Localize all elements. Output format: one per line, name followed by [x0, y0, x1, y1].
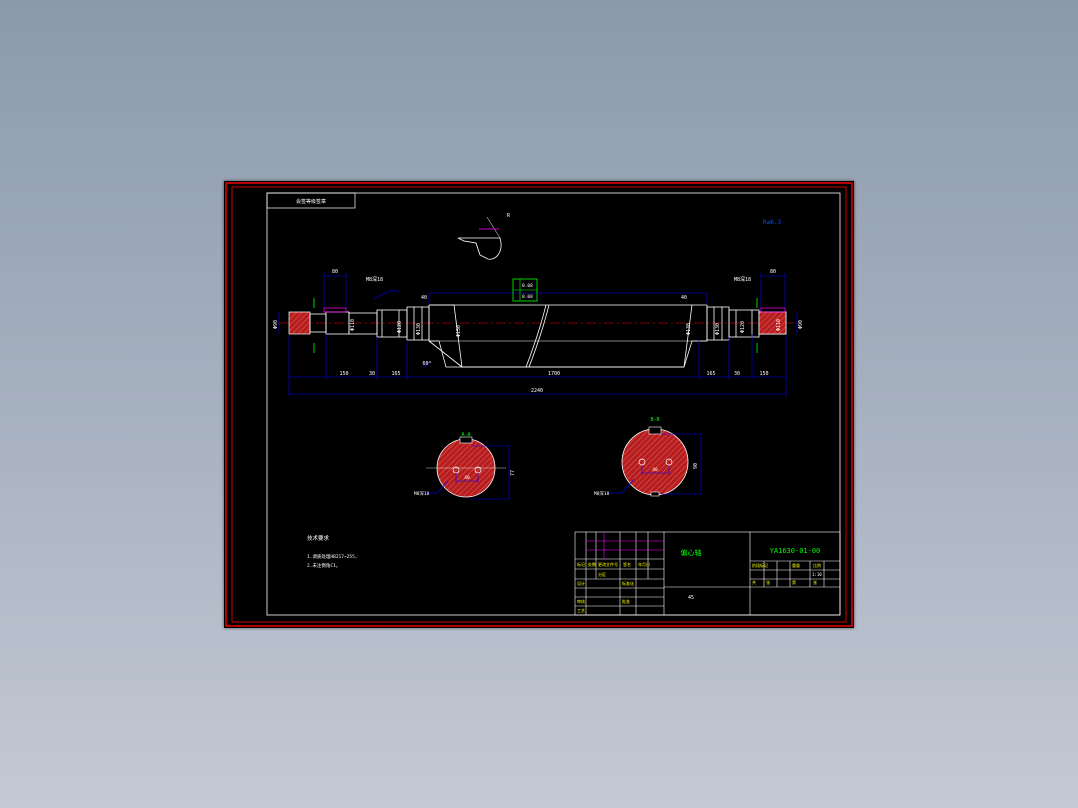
drawing-canvas: 会签等级签章 R Ra6.3 — [225, 182, 853, 627]
tech-req-line-1: 1.调质处理HB217~255, — [307, 553, 358, 560]
tb-label-sheet: 张 — [813, 579, 817, 585]
dim-left-seg-3: 165 — [391, 371, 400, 377]
tech-req-title: 技术要求 — [307, 534, 330, 542]
stamp-box — [266, 192, 356, 209]
section-markers — [313, 298, 758, 353]
tb-label-total: 共 — [752, 579, 756, 585]
left-end-section — [288, 311, 311, 335]
dia-center: Φ150 — [456, 325, 462, 337]
tb-label-weight: 重量 — [792, 562, 800, 568]
outer-frame — [225, 182, 853, 627]
section-a-thread: M8深18 — [414, 490, 430, 497]
dia-right-3: Φ110 — [776, 319, 782, 331]
main-body-outline — [429, 304, 708, 368]
dim-left-seg-2: 30 — [369, 371, 375, 377]
thread-right-note: M8深18 — [734, 276, 751, 283]
dim-angle: 60° — [422, 361, 431, 367]
dim-offset-right: 40 — [681, 295, 687, 301]
dia-left-2: Φ110 — [350, 319, 356, 331]
technical-requirements: 技术要求 1.调质处理HB217~255, 2.未注倒角C1。 — [307, 534, 358, 569]
dim-middle-length: 1700 — [548, 371, 560, 377]
section-a-key: 40 — [464, 475, 470, 481]
detail-view — [457, 216, 502, 260]
drawing-sheet: 会签等级签章 R Ra6.3 — [224, 181, 854, 628]
outer-frame-inner — [231, 186, 847, 623]
surface-finish-note: Ra6.3 — [763, 219, 781, 226]
dim-right-seg-2: 30 — [734, 371, 740, 377]
tolerance-frame: 0.08 0.08 — [512, 278, 538, 302]
left-keyway — [323, 307, 347, 313]
tb-label-zone: 分区 — [598, 571, 606, 577]
tb-label-approve: 批准 — [622, 598, 630, 604]
dia-right-end: Φ90 — [798, 320, 804, 329]
tb-label-scale: 比例 — [813, 562, 821, 568]
tb-label-sheets: 张 — [766, 579, 770, 585]
section-b-label: B-B — [650, 417, 659, 423]
tb-label-stage: 阶段标记 — [752, 562, 768, 568]
detail-label: R — [507, 213, 511, 219]
dim-key-left: 80 — [332, 269, 338, 275]
break-line-2 — [528, 304, 550, 368]
dim-right-seg-3: 150 — [759, 371, 768, 377]
flatness-value: 0.08 — [522, 294, 533, 300]
section-b-height: 90 — [693, 463, 699, 469]
tb-label-process: 工艺 — [577, 608, 585, 613]
dim-key-right: 80 — [770, 269, 776, 275]
diameter-labels: Φ90 Φ110 Φ120 Φ130 Φ150 Φ130 Φ130 Φ120 Φ… — [273, 319, 804, 337]
dim-left-seg-1: 150 — [339, 371, 348, 377]
right-keyway — [760, 307, 786, 313]
section-a-label: A-A — [461, 432, 470, 438]
thread-left-note: M8深18 — [366, 276, 383, 283]
scale-value: 1:10 — [812, 572, 822, 577]
drawing-border — [266, 192, 841, 616]
section-b-thread: M8深18 — [594, 490, 610, 497]
material: 45 — [688, 595, 694, 601]
tb-label-review: 审核 — [577, 598, 585, 604]
dimension-lines — [278, 273, 798, 397]
section-a-height: 77 — [510, 470, 516, 476]
dia-right-2: Φ120 — [740, 321, 746, 333]
dim-right-seg-1: 165 — [706, 371, 715, 377]
section-b-key: 40 — [652, 467, 658, 473]
section-b-b: B-B 90 40 M8深18 — [594, 417, 702, 497]
shaft-main-view — [280, 304, 798, 368]
tb-label-page: 第 — [792, 579, 796, 585]
tolerance-value: 0.08 — [522, 283, 533, 289]
tb-label-count: 处数 — [588, 561, 596, 567]
title-block — [574, 531, 841, 616]
stamp-label: 会签等级签章 — [296, 198, 326, 205]
tb-label-mark: 标记 — [577, 561, 585, 567]
tb-label-design: 设计 — [577, 580, 585, 586]
title-block-magenta-lines — [586, 532, 664, 559]
dim-offset-left: 40 — [421, 295, 427, 301]
dia-left-4: Φ130 — [416, 323, 422, 335]
dia-right-1: Φ130 — [715, 323, 721, 335]
dia-left-3: Φ120 — [397, 321, 403, 333]
tb-label-change: 更改文件号 — [598, 561, 618, 567]
part-name: 偏心轴 — [681, 548, 702, 557]
dimension-labels: 2240 1700 150 30 165 165 30 150 80 80 40… — [332, 269, 776, 394]
title-block-labels: 标记 设计 审核 工艺 处数 分区 更改文件号 签名 年月日 标准化 批准 阶段… — [577, 561, 821, 613]
break-line-1 — [525, 304, 547, 368]
drawing-number: YA1630-01-00 — [770, 547, 821, 555]
tb-label-date: 年月日 — [638, 561, 650, 567]
dia-left-end: Φ90 — [273, 320, 279, 329]
dia-right-center: Φ130 — [686, 323, 692, 335]
tb-label-sign: 签名 — [623, 561, 631, 567]
dim-overall-length: 2240 — [531, 388, 543, 394]
main-body-lower — [428, 305, 684, 368]
tb-label-standard: 标准化 — [622, 580, 634, 586]
tech-req-line-2: 2.未注倒角C1。 — [307, 562, 340, 569]
section-a-a: A-A 77 40 M8深18 — [414, 432, 516, 500]
